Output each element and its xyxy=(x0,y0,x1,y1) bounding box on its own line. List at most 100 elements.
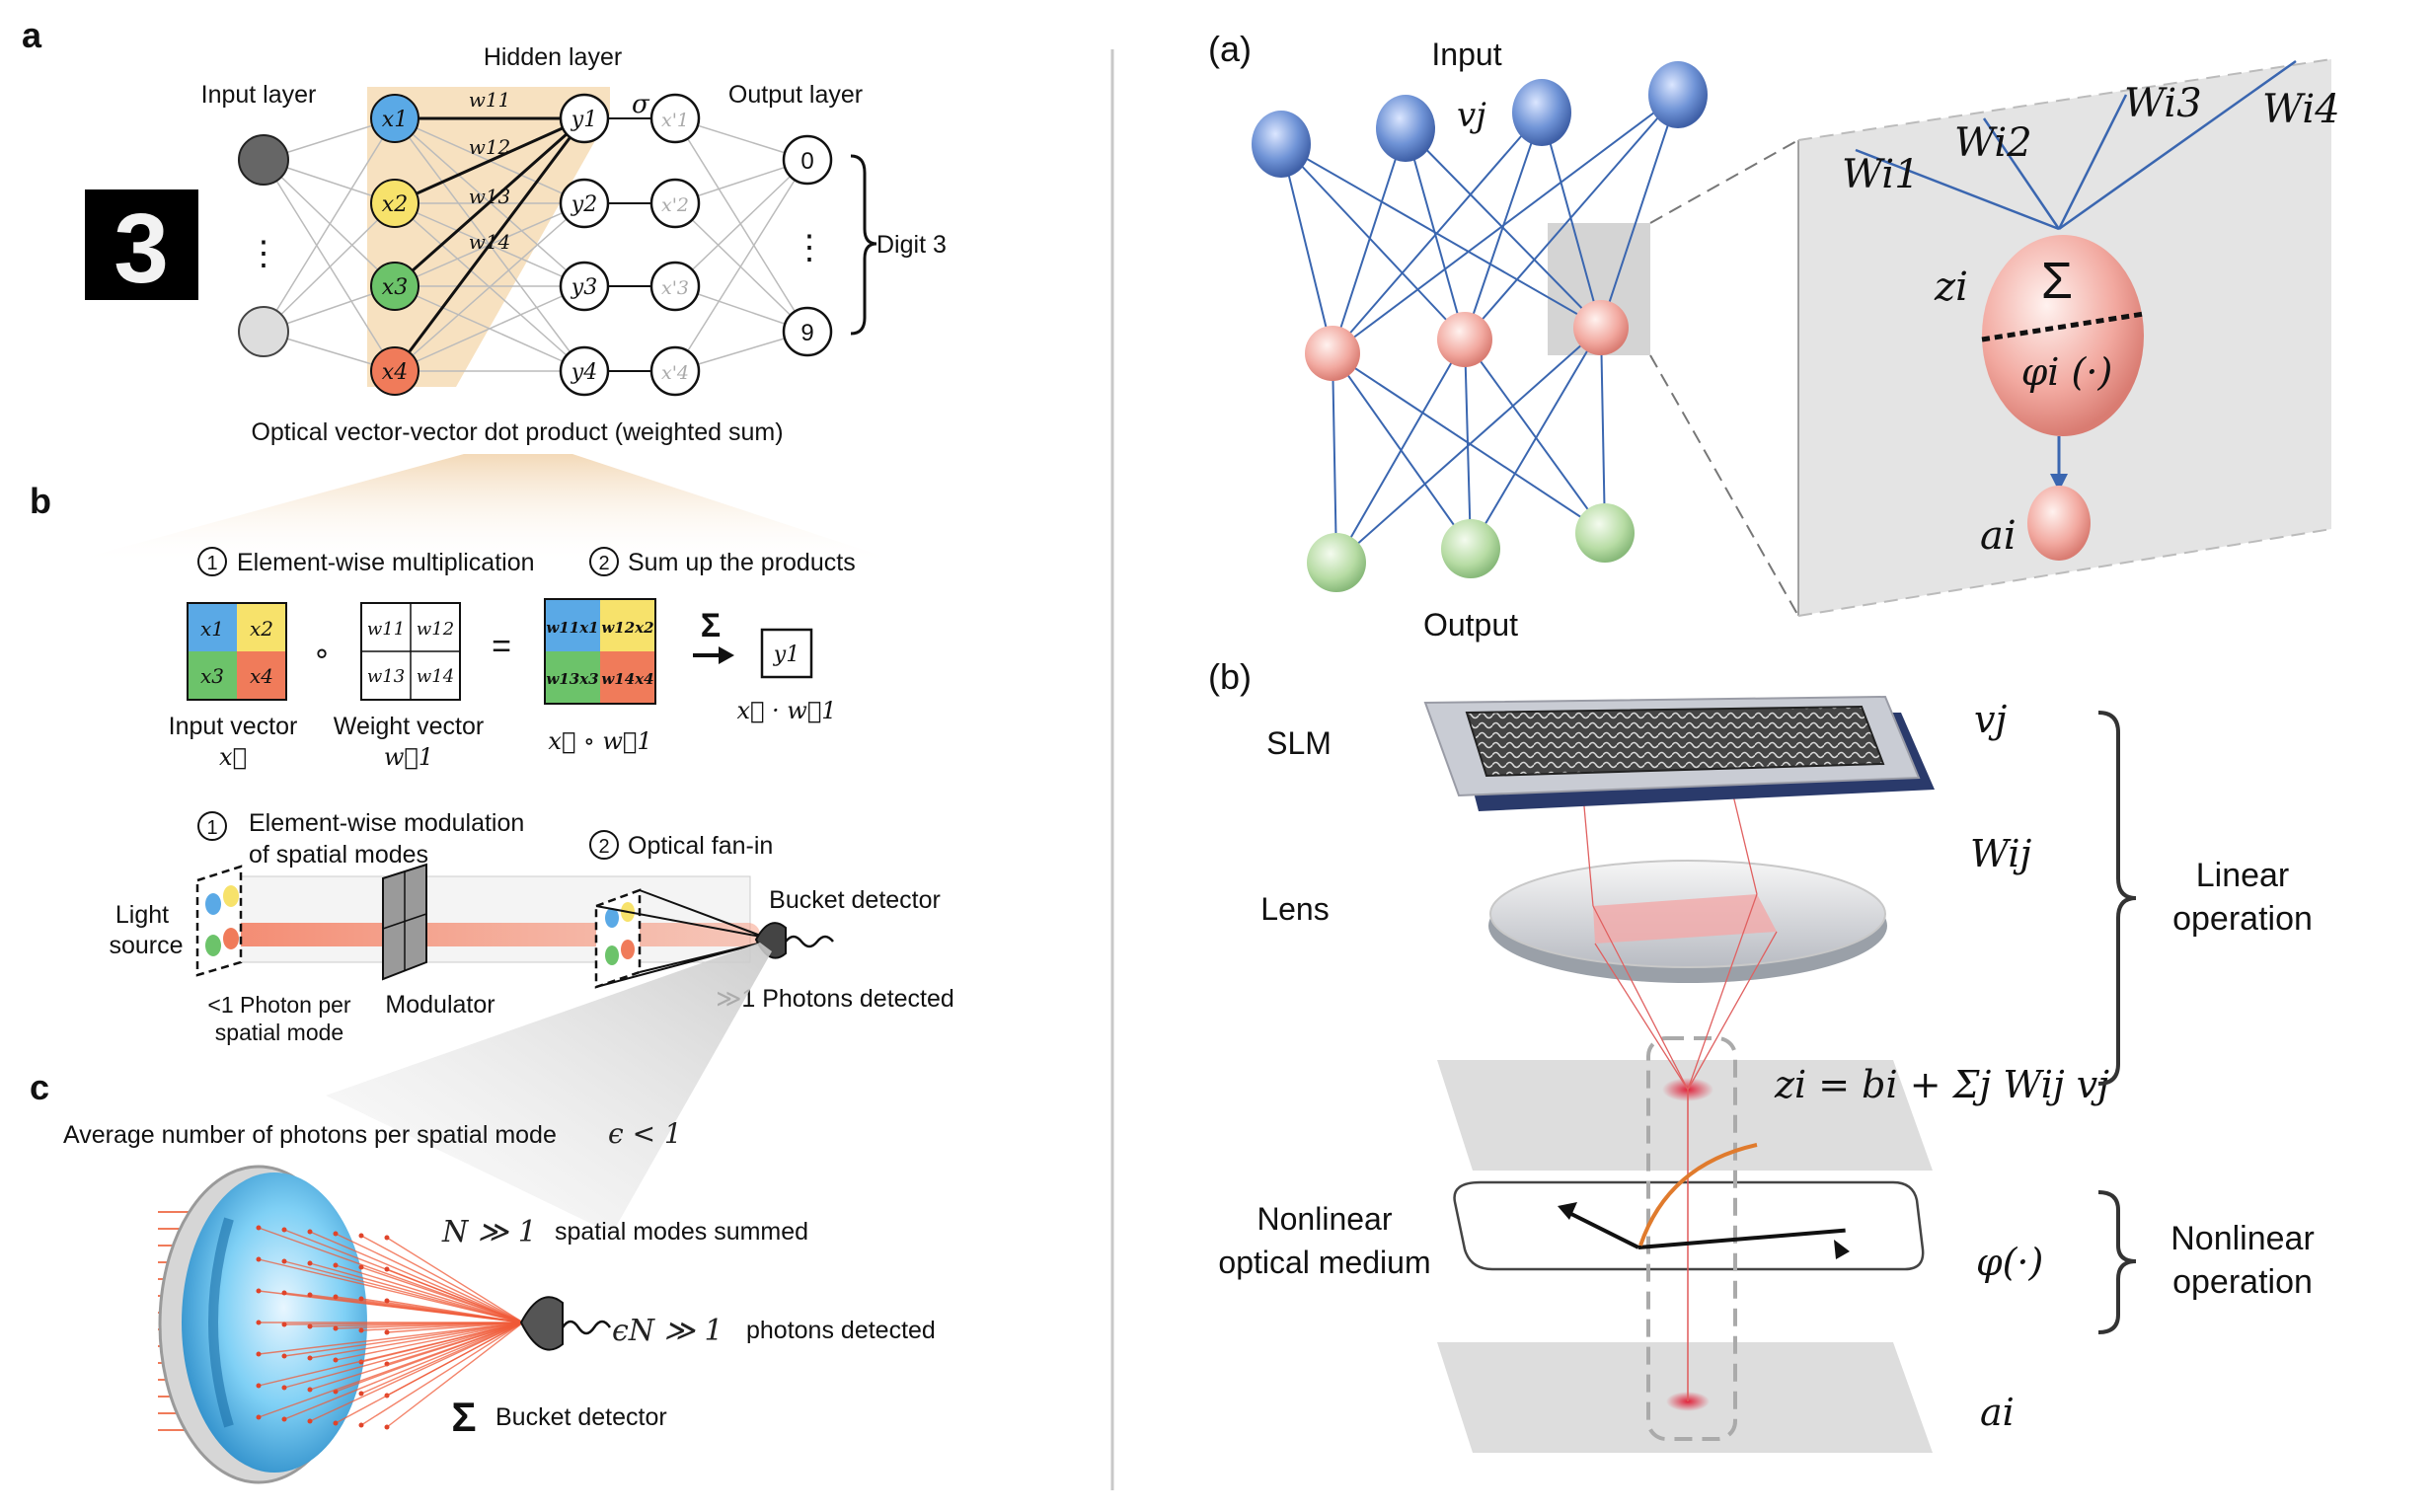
mod1-line1: Element-wise modulation xyxy=(249,809,524,837)
output-layer-label: Output layer xyxy=(728,81,863,109)
weight-wi2: Wi2 xyxy=(1954,120,2032,166)
focused-ray xyxy=(258,1322,524,1418)
phi-label-b: φ(·) xyxy=(1976,1241,2043,1284)
edge-hidden-y xyxy=(394,202,585,372)
xprime-node xyxy=(649,261,701,312)
detector-fan xyxy=(326,943,772,1234)
result-box xyxy=(760,628,813,679)
right-b-label: (b) xyxy=(1208,656,1252,697)
nonlinear-medium-line1: Nonlinear xyxy=(1257,1201,1393,1237)
left-panel-b: b 1 Element-wise multiplication 2 Sum up… xyxy=(30,481,954,1045)
hadamard-operator: ∘ xyxy=(313,638,332,670)
spatial-mode-dot xyxy=(281,1385,287,1391)
ai-label-a: ai xyxy=(1980,513,2017,559)
output-node-label: 9 xyxy=(800,320,813,346)
spatial-mode-dot xyxy=(358,1296,364,1302)
light-source-plane xyxy=(195,865,243,977)
xprime-node-label: x'3 xyxy=(661,277,689,299)
edge-hidden-output-b xyxy=(1332,352,1606,534)
neuron-ai xyxy=(2027,486,2091,561)
equals-sign: = xyxy=(492,628,511,665)
source-mode-green xyxy=(205,935,221,956)
focused-ray xyxy=(309,1322,524,1422)
hidden-node xyxy=(370,94,419,143)
focused-ray xyxy=(309,1322,524,1391)
weight-cell-w14: w14 xyxy=(417,666,454,687)
step2-circle xyxy=(589,547,619,576)
y-node-label: y1 xyxy=(571,108,597,132)
digit-brace-label: Digit 3 xyxy=(876,231,947,259)
spatial-mode-dot xyxy=(358,1422,364,1428)
edge-xprime-output xyxy=(674,159,808,287)
focused-ray xyxy=(360,1322,524,1426)
dot-product-caption: Optical vector-vector dot product (weigh… xyxy=(251,418,783,446)
hidden-node xyxy=(370,346,419,396)
step2-number: 2 xyxy=(598,553,609,574)
panel-c-label: c xyxy=(30,1067,49,1107)
focused-ray xyxy=(283,1260,524,1323)
edge-hidden-y xyxy=(394,116,585,288)
zoom-line-bottom xyxy=(1649,354,1799,617)
input-neuron xyxy=(1512,79,1571,146)
neuron-zi xyxy=(1982,235,2144,436)
nonlinear-medium-line2: optical medium xyxy=(1218,1245,1430,1280)
spatial-mode-dot xyxy=(281,1227,287,1233)
spatial-mode-dot xyxy=(384,1424,390,1430)
input-neuron xyxy=(1376,95,1435,162)
bucket-detector-label-c: Bucket detector xyxy=(495,1403,667,1431)
focused-ray xyxy=(309,1231,524,1323)
input-vector-symbol: x⃗ xyxy=(219,743,247,771)
photon-label-line2: spatial mode xyxy=(215,1020,343,1045)
edge-hidden-output-b xyxy=(1600,327,1606,534)
left-panel-c: c Average number of photons per spatial … xyxy=(30,1067,936,1484)
zoom-line-top2 xyxy=(1797,58,2332,141)
spatial-mode-dot xyxy=(333,1262,339,1268)
edge-input-hidden xyxy=(263,117,396,333)
nonlinear-op-line2: operation xyxy=(2172,1263,2313,1301)
focused-ray xyxy=(335,1322,524,1361)
mod1-circle xyxy=(197,811,227,841)
slm-label: SLM xyxy=(1266,725,1332,761)
photons-detected-label-b: ≫1 Photons detected xyxy=(716,985,954,1013)
focused-rays xyxy=(256,1225,524,1430)
step1-label: Element-wise multiplication xyxy=(237,549,535,576)
nonlinear-op-line1: Nonlinear xyxy=(2170,1220,2315,1257)
right-a-label: (a) xyxy=(1208,29,1252,69)
step1-circle xyxy=(197,547,227,576)
y-node xyxy=(559,345,610,397)
weight-label: w13 xyxy=(469,185,511,208)
hadamard-symbol: x⃗ ∘ w⃗1 xyxy=(548,727,651,755)
spatial-mode-dot xyxy=(384,1298,390,1304)
hidden-node-label: x3 xyxy=(382,275,408,300)
caption-fan xyxy=(59,454,908,565)
edge-hidden-output-b xyxy=(1332,352,1337,564)
edge-input-hidden xyxy=(263,202,396,333)
modes-expression: N ≫ 1 xyxy=(441,1215,537,1249)
mod2-number: 2 xyxy=(598,836,609,858)
spatial-mode-dot xyxy=(256,1256,262,1262)
linear-brace xyxy=(2097,711,2137,1086)
step2-label: Sum up the products xyxy=(628,549,856,576)
medium-axis-right xyxy=(1637,1228,1846,1249)
vj-label-a: vj xyxy=(1457,96,1486,135)
spatial-mode-dot xyxy=(307,1355,313,1361)
sum-arrow-head xyxy=(719,646,734,664)
edge-input-hidden xyxy=(263,159,396,372)
focused-ray xyxy=(335,1233,524,1323)
spatial-mode-dot xyxy=(384,1329,390,1335)
modulator-divider-h xyxy=(382,913,427,930)
spatial-mode-dot xyxy=(256,1288,262,1294)
lens-label: Lens xyxy=(1260,891,1329,927)
linear-op-line2: operation xyxy=(2172,900,2313,938)
edge-hidden-output-b xyxy=(1464,339,1472,550)
spatial-mode-dot xyxy=(256,1225,262,1231)
digit-brace xyxy=(850,154,877,336)
light-source-line1: Light xyxy=(115,901,169,929)
xprime-node xyxy=(649,178,701,229)
xprime-node xyxy=(649,345,701,397)
source-mode-yellow xyxy=(223,885,239,907)
weight-cell-w11: w11 xyxy=(367,619,405,640)
wij-label: Wij xyxy=(1970,832,2032,875)
focused-ray xyxy=(258,1227,524,1323)
